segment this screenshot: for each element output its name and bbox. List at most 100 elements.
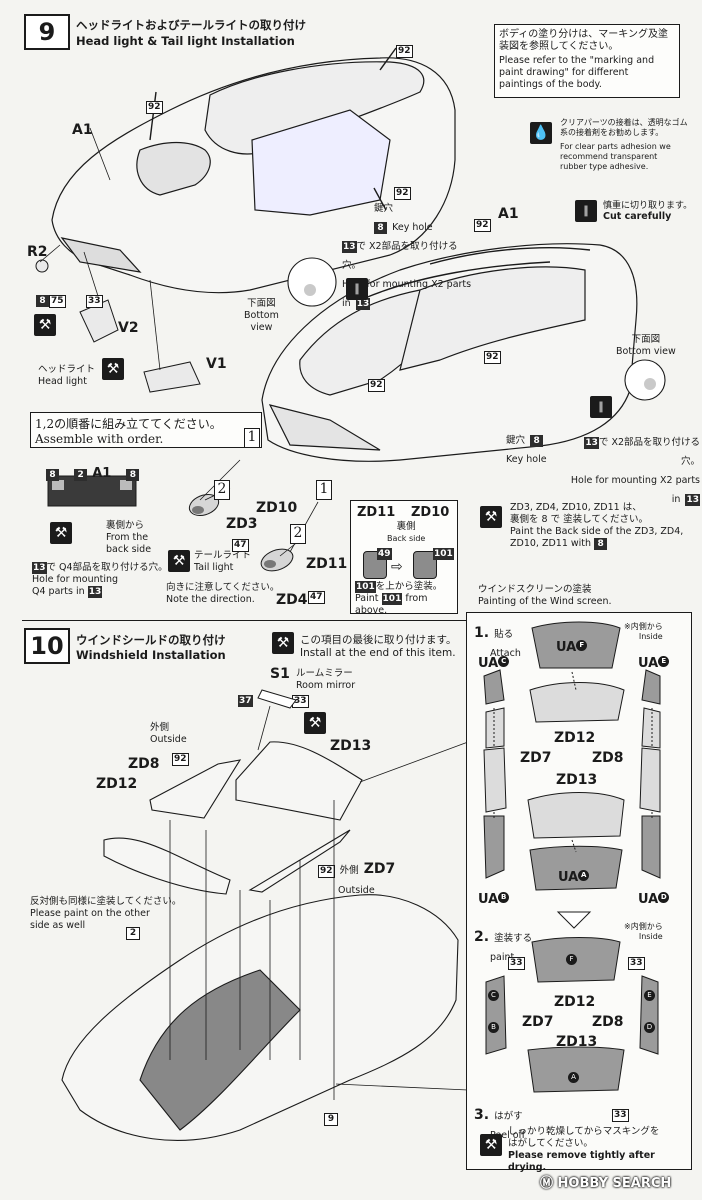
ws-zd12-2: ZD12	[554, 994, 596, 1010]
box-zd10: ZD10	[411, 505, 450, 520]
label-r2: R2	[27, 244, 48, 260]
watermark: Ⓜ HOBBY SEARCH	[540, 1176, 672, 1191]
box-arrow: ⇨	[391, 559, 403, 575]
section-divider	[22, 620, 466, 621]
cut-carefully-en: Cut carefully	[603, 211, 672, 222]
ws-mask-f: F	[566, 954, 577, 973]
cut-icon-right: ∥	[590, 396, 612, 418]
ws-step2-label: 2. 塗装する paint	[474, 929, 533, 963]
label-2-paint: 2	[126, 920, 140, 940]
assemble-order-en: Assemble with order.	[35, 432, 164, 446]
label-zd8: ZD8	[128, 756, 160, 772]
box-101: 101	[433, 548, 454, 560]
box-part-after	[413, 551, 437, 579]
label-v1: V1	[206, 356, 227, 372]
hole-x2-jp: で X2部品を取り付ける穴。	[342, 241, 458, 271]
ws-33-c: 33	[612, 1109, 629, 1122]
box-zd11: ZD11	[357, 505, 396, 520]
step-10-title-jp: ウインドシールドの取り付け	[76, 633, 226, 647]
brush-icon-zd-note: ⚒	[480, 506, 502, 528]
key-hole-right: 鍵穴 8 Key hole	[506, 435, 547, 465]
label-92-c: 92	[394, 187, 411, 200]
taillight-detail-labels: 8 2 A1 8	[46, 462, 142, 481]
label-zd11: ZD11	[306, 556, 348, 572]
body-paint-note-jp: ボディの塗り分けは、マーキング及塗装図を参照してください。	[499, 29, 668, 52]
key-hole-en: Key hole	[392, 222, 433, 233]
hole-x2-left: 13で X2部品を取り付ける穴。 Hole for mounting X2 pa…	[342, 241, 472, 310]
ws-zd7-1: ZD7	[520, 750, 552, 766]
ws-zd7-2: ZD7	[522, 1014, 554, 1030]
brush-icon-left: ⚒	[34, 314, 56, 336]
glue-icon: 💧	[530, 122, 552, 144]
paint-other-side-note: 反対側も同様に塗装してください。 Please paint on the oth…	[30, 896, 182, 931]
assemble-order-note: 1,2の順番に組み立ててください。 Assemble with order.	[30, 412, 262, 448]
step-10-number: 10	[24, 628, 70, 664]
step-9-number: 9	[24, 14, 70, 50]
ws-33-b: 33	[628, 957, 645, 970]
label-92-outside: 92	[172, 753, 189, 766]
brush-icon-mirror: ⚒	[304, 712, 326, 734]
body-paint-note: ボディの塗り分けは、マーキング及塗装図を参照してください。 Please ref…	[494, 24, 680, 98]
install-end-note: この項目の最後に取り付けます。Install at the end of thi…	[300, 634, 457, 659]
room-mirror-part: S1	[270, 666, 290, 682]
ws-zd13-1: ZD13	[556, 772, 598, 788]
label-zd12: ZD12	[96, 776, 138, 792]
key-hole-left: 鍵穴 8 Key hole	[374, 203, 433, 234]
brush-icon-peel: ⚒	[480, 1134, 502, 1156]
ws-step1-label: 1. 貼る Attach	[474, 625, 521, 659]
zd-paint-note: ZD3, ZD4, ZD10, ZD11 は、 裏側を 8 で 塗装してください…	[510, 502, 684, 550]
ws-zd13-2: ZD13	[556, 1034, 598, 1050]
label-92-f: 92	[368, 379, 385, 392]
clear-parts-note-jp: クリアパーツの接着は、透明なゴム系の接着剤をお勧めします。	[560, 118, 688, 137]
key-hole-jp: 鍵穴	[374, 203, 394, 214]
order-mark-1-a: 1	[244, 428, 260, 448]
brush-icon-taillight: ⚒	[168, 550, 190, 572]
order-mark-2-a: 2	[214, 480, 230, 500]
ws-zd8-1: ZD8	[592, 750, 624, 766]
body-paint-note-en: Please refer to the "marking and paint d…	[499, 55, 655, 90]
car-body-front-drawing	[35, 47, 666, 572]
ws-mask-d: D	[644, 1022, 655, 1041]
clear-parts-note-en: For clear parts adhesion we recommend tr…	[560, 142, 671, 171]
label-92-b: 92	[396, 45, 413, 58]
direction-note: 向きに注意してください。Note the direction.	[166, 582, 280, 605]
step-9-title-jp: ヘッドライトおよびテールライトの取り付け	[76, 18, 306, 32]
label-47-a: 47	[232, 539, 249, 552]
label-92-e: 92	[484, 351, 501, 364]
ws-mask-a: A	[568, 1072, 579, 1091]
ws-mask-e: E	[644, 990, 655, 1009]
label-zd4: ZD4	[276, 592, 308, 608]
cut-carefully-icon: ∥	[575, 200, 597, 222]
label-a1-right: A1	[498, 206, 519, 222]
step-10-title-en: Windshield Installation	[76, 648, 226, 662]
label-zd13: ZD13	[330, 738, 372, 754]
ws-mask-c: C	[488, 990, 499, 1009]
outside-label-right: 92 外側 ZD7 Outside	[318, 861, 396, 896]
hole-x2-right: 13で X2部品を取り付ける穴。 Hole for mounting X2 pa…	[570, 437, 700, 506]
order-mark-2-b: 2	[290, 524, 306, 544]
hole-q4-note: 13で Q4部品を取り付ける穴。 Hole for mounting Q4 pa…	[32, 562, 168, 598]
label-zd3: ZD3	[226, 516, 258, 532]
ws-mask-b: B	[488, 1022, 499, 1041]
label-zd10: ZD10	[256, 500, 298, 516]
label-33-a: 33	[86, 295, 103, 308]
ws-step3-label: 3. はがす Peel off	[474, 1107, 526, 1141]
hole-x2-en: Hole for mounting X2 parts in	[342, 279, 472, 309]
assemble-order-jp: 1,2の順番に組み立ててください。	[35, 417, 222, 431]
watermark-icon: Ⓜ	[540, 1176, 554, 1191]
